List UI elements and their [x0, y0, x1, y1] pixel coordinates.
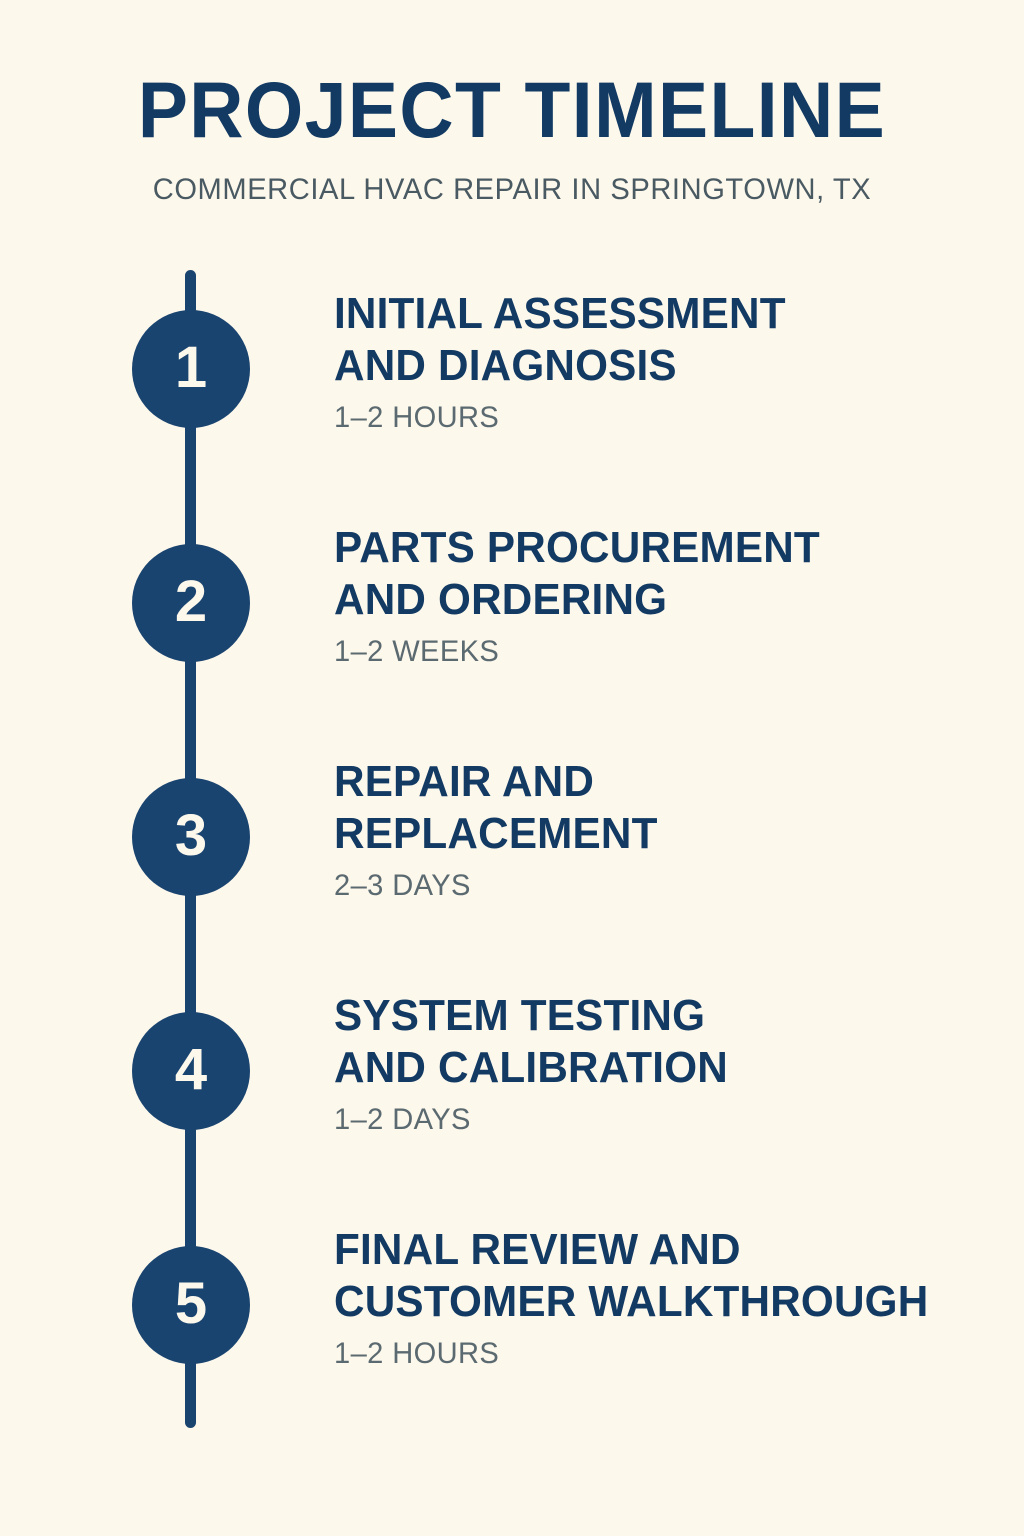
timeline-step-5: 5 FINAL REVIEW AND CUSTOMER WALKTHROUGH …	[0, 1225, 1024, 1368]
step-number-4: 4	[174, 1037, 208, 1102]
step-content-2: PARTS PROCUREMENT AND ORDERING 1–2 WEEKS	[334, 522, 994, 667]
step-number-3: 3	[174, 803, 208, 868]
step-duration-1: 1–2 HOURS	[334, 400, 500, 434]
timeline-step-3: 3 REPAIR AND REPLACEMENT 2–3 DAYS	[0, 757, 1024, 900]
step-number-2: 2	[174, 569, 208, 634]
step-content-5: FINAL REVIEW AND CUSTOMER WALKTHROUGH 1–…	[334, 1224, 994, 1369]
step-marker-circle-2: 2	[132, 544, 250, 662]
step-duration-5: 1–2 HOURS	[334, 1336, 500, 1370]
step-title-3: REPAIR AND REPLACEMENT	[334, 757, 658, 858]
timeline: 1 INITIAL ASSESSMENT AND DIAGNOSIS 1–2 H…	[0, 270, 1024, 1430]
step-title-2: PARTS PROCUREMENT AND ORDERING	[334, 523, 820, 624]
step-duration-3: 2–3 DAYS	[334, 868, 471, 902]
step-content-1: INITIAL ASSESSMENT AND DIAGNOSIS 1–2 HOU…	[334, 288, 994, 433]
step-number-5: 5	[174, 1271, 208, 1336]
timeline-step-1: 1 INITIAL ASSESSMENT AND DIAGNOSIS 1–2 H…	[0, 289, 1024, 432]
page-subtitle: COMMERCIAL HVAC REPAIR IN SPRINGTOWN, TX	[152, 173, 872, 206]
step-marker-circle-4: 4	[132, 1012, 250, 1130]
timeline-step-4: 4 SYSTEM TESTING AND CALIBRATION 1–2 DAY…	[0, 991, 1024, 1134]
step-title-1: INITIAL ASSESSMENT AND DIAGNOSIS	[334, 289, 786, 390]
step-marker-circle-5: 5	[132, 1246, 250, 1364]
step-title-4: SYSTEM TESTING AND CALIBRATION	[334, 991, 728, 1092]
step-duration-2: 1–2 WEEKS	[334, 634, 500, 668]
step-duration-4: 1–2 DAYS	[334, 1102, 471, 1136]
page-header: PROJECT TIMELINE COMMERCIAL HVAC REPAIR …	[0, 0, 1024, 205]
step-title-5: FINAL REVIEW AND CUSTOMER WALKTHROUGH	[334, 1225, 929, 1326]
timeline-step-2: 2 PARTS PROCUREMENT AND ORDERING 1–2 WEE…	[0, 523, 1024, 666]
step-marker-circle-1: 1	[132, 310, 250, 428]
step-content-4: SYSTEM TESTING AND CALIBRATION 1–2 DAYS	[334, 990, 994, 1135]
step-marker-circle-3: 3	[132, 778, 250, 896]
page-title: PROJECT TIMELINE	[137, 65, 887, 154]
step-content-3: REPAIR AND REPLACEMENT 2–3 DAYS	[334, 756, 994, 901]
step-number-1: 1	[174, 335, 208, 400]
